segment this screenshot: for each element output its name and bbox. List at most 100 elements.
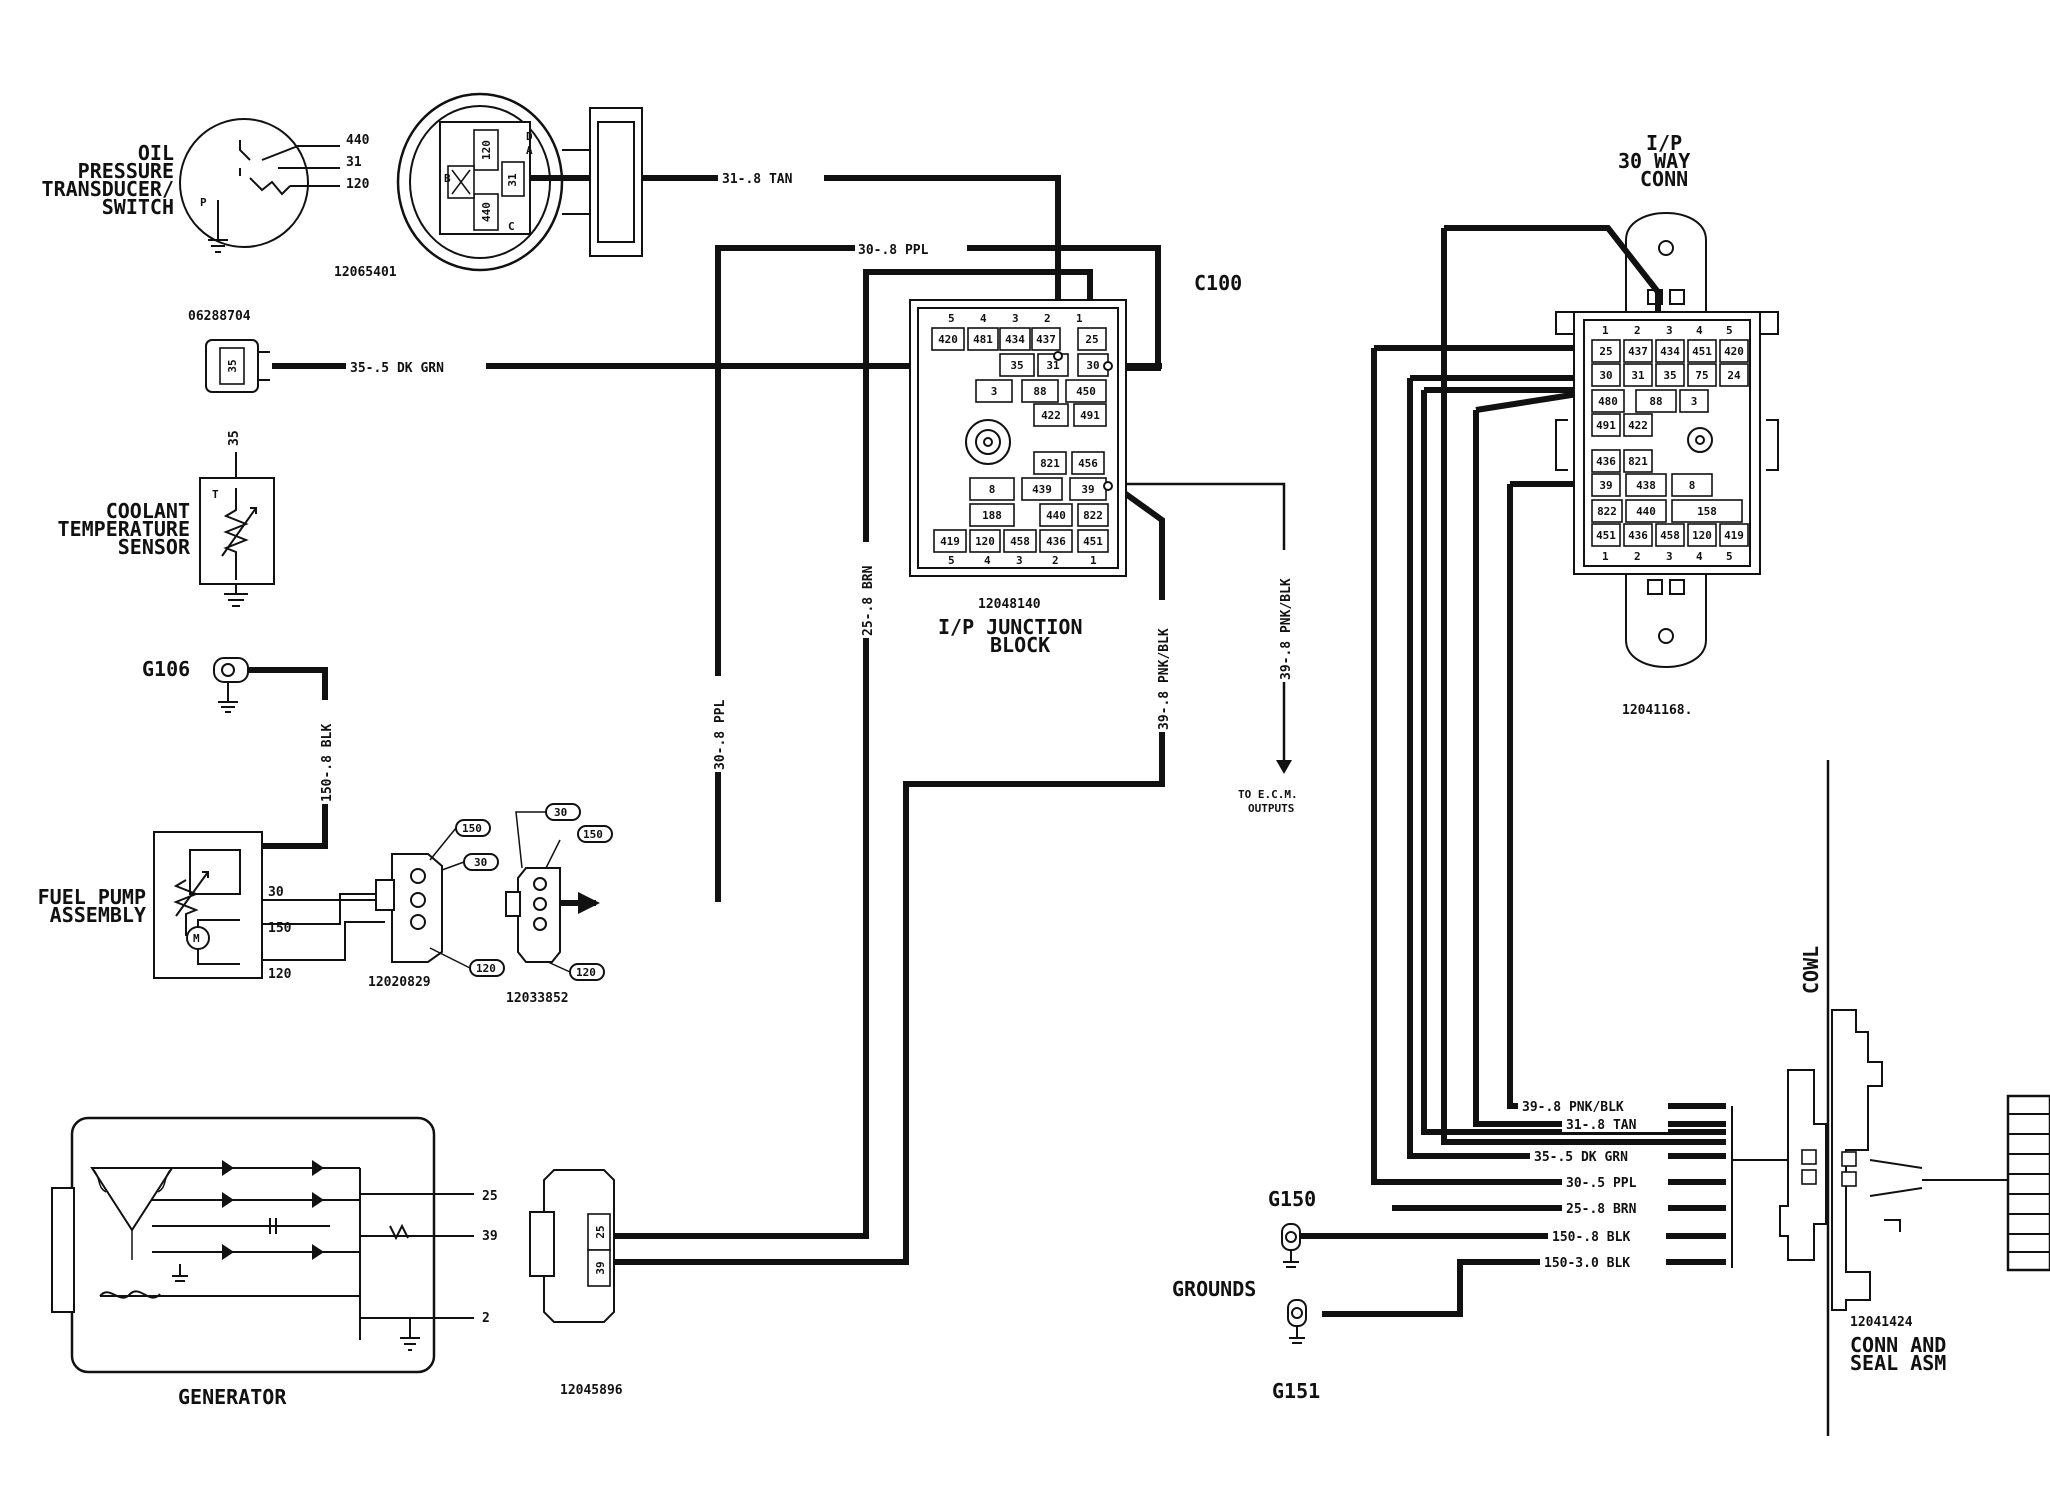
ip30-cavity-label: 422 <box>1628 419 1648 432</box>
connector-12033852: 30 150 120 12033852 <box>505 803 613 1006</box>
jb-title-2: BLOCK <box>990 633 1050 657</box>
fuel-pin-30: 30 <box>268 885 284 900</box>
cowl-label-25: 25-.8 BRN <box>1566 1202 1637 1217</box>
ip30-top-4: 4 <box>1696 324 1703 337</box>
ip30-bot-5: 5 <box>1726 550 1733 563</box>
oil-cav-440: 440 <box>480 202 493 222</box>
ip30-cavity-rect <box>1687 339 1717 363</box>
ip30-cavity-rect <box>1623 523 1653 547</box>
cowl-wire-labels: 39-.8 PNK/BLK 31-.8 TAN 35-.5 DK GRN 30-… <box>1518 1098 1668 1271</box>
ecm-label-2: OUTPUTS <box>1248 802 1294 815</box>
ip30-cavity-rect <box>1625 473 1667 497</box>
cowl-label-150: 150-.8 BLK <box>1552 1230 1630 1245</box>
ip30-cavity-label: 436 <box>1628 529 1648 542</box>
jb-cavity-label: 420 <box>938 333 958 346</box>
ip30-cavity-label: 24 <box>1727 369 1741 382</box>
gen-pin-2: 2 <box>482 1311 490 1326</box>
cowl-label-30: 30-.5 PPL <box>1566 1176 1637 1191</box>
jb-cavity-rect <box>1031 327 1061 351</box>
fuel-pin-150: 150 <box>268 921 292 936</box>
dkgrn-part-number: 06288704 <box>188 309 251 324</box>
fuel-pump-assembly: FUEL PUMP ASSEMBLY M 30 150 120 <box>38 831 292 982</box>
ip30-cavity-rect <box>1635 389 1677 413</box>
jb-terminal-39 <box>1103 481 1113 491</box>
oil-pressure-switch: OIL PRESSURE TRANSDUCER/ SWITCH P 440 31… <box>42 118 370 253</box>
ip30-cavity-label: 491 <box>1596 419 1616 432</box>
ip30-cavity-rect <box>1623 413 1653 437</box>
cowl-label-150-3: 150-3.0 BLK <box>1544 1256 1630 1271</box>
conn-seal-part-number: 12041424 <box>1850 1315 1913 1330</box>
c852-callout-150: 150 <box>583 828 603 841</box>
ip30-cavity-rect <box>1623 339 1653 363</box>
connector-12020829: 150 30 120 12020829 <box>368 819 505 990</box>
ip30-cavity-rect <box>1591 473 1621 497</box>
c896-cav-39: 39 <box>594 1261 607 1274</box>
oil-part-number: 12065401 <box>334 265 397 280</box>
cowl-label-39: 39-.8 PNK/BLK <box>1522 1100 1624 1115</box>
jb-title-1: I/P JUNCTION <box>938 615 1083 639</box>
jb-cavity-rect <box>1039 503 1073 527</box>
c896-part-number: 12045896 <box>560 1383 623 1398</box>
jb-bot-4: 4 <box>984 554 991 567</box>
jb-cavity-rect <box>1033 451 1067 475</box>
ip30-cavity-rect <box>1655 523 1685 547</box>
oil-cav-a: A <box>526 144 533 157</box>
ip30-cavity-label: 158 <box>1697 505 1717 518</box>
ip30-cavity-label: 3 <box>1691 395 1698 408</box>
generator: 25 39 2 GENERATOR <box>51 1116 498 1409</box>
ip30-cavity-rect <box>1623 363 1653 387</box>
ip30-cavity-label: 30 <box>1599 369 1612 382</box>
wire-label-30-ppl: 30-.8 PPL <box>858 243 929 258</box>
g106-label: G106 <box>142 657 190 681</box>
ip30-cavity-label: 120 <box>1692 529 1712 542</box>
jb-cavity-label: 120 <box>975 535 995 548</box>
oil-cav-c: C <box>508 220 515 233</box>
ip30-cavity-rect <box>1671 499 1743 523</box>
ip30-cavity-label: 436 <box>1596 455 1616 468</box>
oil-title-3: TRANSDUCER/ <box>42 177 174 201</box>
jb-cavity-label: 30 <box>1086 359 1099 372</box>
jb-top-5: 5 <box>948 312 955 325</box>
fuel-pump-pin-wires <box>262 893 385 961</box>
wire-label-30-ppl-v: 30-.8 PPL <box>713 699 728 770</box>
ip30-bot-1: 1 <box>1602 550 1609 563</box>
coolant-title-1: COOLANT <box>106 499 190 523</box>
wire-label-39-pnkblk-ecm: 39-.8 PNK/BLK <box>1279 578 1294 680</box>
dkgrn-pin-35: 35 <box>226 359 239 372</box>
coolant-pin-t: T <box>212 488 219 501</box>
jb-cavity-rect <box>1073 403 1107 427</box>
ip30-cavity-label: 438 <box>1636 479 1656 492</box>
wire-31-tan <box>520 175 1061 353</box>
jb-bot-2: 2 <box>1052 554 1059 567</box>
jb-cavity-rect <box>1065 379 1107 403</box>
fuel-title-2: ASSEMBLY <box>50 903 146 927</box>
grounds-label: GROUNDS <box>1172 1277 1256 1301</box>
ip30-cavity-label: 821 <box>1628 455 1648 468</box>
ip30-cavity-rect <box>1591 499 1623 523</box>
jb-cavity-rect <box>1003 529 1037 553</box>
cowl-conn-seal: COWL 12041424 CONN AND SEAL ASM <box>1779 760 2050 1436</box>
c829-part-number: 12020829 <box>368 975 431 990</box>
c852-callout-120: 120 <box>576 966 596 979</box>
connector-12045896: 25 39 12045896 <box>529 1169 623 1398</box>
coolant-title-2: TEMPERATURE <box>58 517 190 541</box>
ip30-cavity-rect <box>1591 449 1621 473</box>
ip30-cavity-rect <box>1591 339 1621 363</box>
conn-seal-title-1: CONN AND <box>1850 1333 1946 1357</box>
conn-seal-title-2: SEAL ASM <box>1850 1351 1946 1375</box>
ip30-cavity-label: 25 <box>1599 345 1612 358</box>
ip30-cavity-rect <box>1687 363 1717 387</box>
oil-title-1: OIL <box>138 141 174 165</box>
jb-cavity-label: 88 <box>1033 385 1046 398</box>
ip30-cavity-label: 437 <box>1628 345 1648 358</box>
wire-150-blk <box>228 667 328 849</box>
ip30-cavity-label: 31 <box>1631 369 1645 382</box>
jb-cavity-label: 481 <box>973 333 993 346</box>
ip30-cavity-label: 451 <box>1596 529 1616 542</box>
jb-cavity-label: 25 <box>1085 333 1098 346</box>
jb-cavity-rect <box>1021 379 1059 403</box>
motor-m-icon: M <box>193 932 200 945</box>
gen-pin-25: 25 <box>482 1189 498 1204</box>
